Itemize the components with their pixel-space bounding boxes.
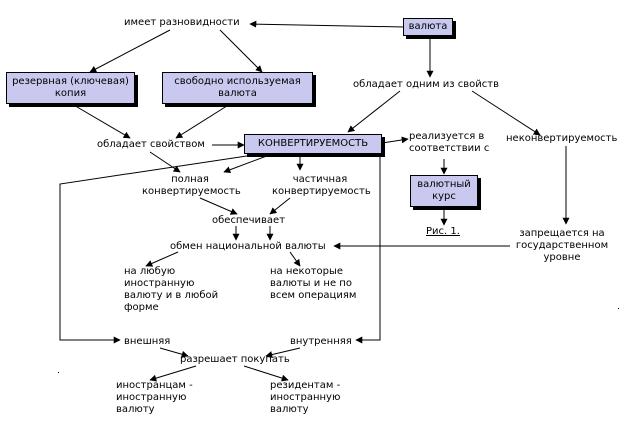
node-reserve-line1: резервная (ключевая) (12, 76, 129, 87)
node-some-currencies: на некоторые валюты и не по всем операци… (270, 266, 356, 302)
edge-internal-allows (265, 347, 301, 358)
node-partial-convertibility: частичная конвертируемость (272, 174, 371, 198)
node-residents-line2: иностранную (270, 392, 341, 403)
edge-external-allows (159, 347, 189, 358)
node-any-line3: валюту и в любой (124, 290, 219, 301)
node-foreigners-line3: валюту (116, 404, 155, 415)
node-implemented-line1: реализуется в (409, 131, 485, 142)
node-full-line2: конвертируемость (142, 186, 241, 197)
node-has-property: обладает свойством (97, 139, 205, 150)
edge-oneof-conv (347, 90, 401, 133)
node-any-currency: на любую иностранную валюту и в любой фо… (124, 266, 218, 314)
edge-allows-foreigners (149, 365, 197, 382)
node-any-line2: иностранную (124, 278, 195, 289)
node-free-line2: валюта (218, 88, 257, 99)
stray-dot-right (618, 308, 619, 309)
node-prohibited-line1: запрещается на (519, 228, 605, 239)
node-some-line1: на некоторые (270, 266, 344, 277)
edge-conv-internal (355, 152, 381, 344)
edge-varieties-reserve (89, 29, 171, 73)
node-implemented-line2: соответствии с (409, 143, 490, 154)
node-exchange-national: обмен национальной валюты (170, 241, 326, 252)
node-full-convertibility: полная конвертируемость (142, 174, 241, 198)
edge-allows-residents (243, 365, 289, 382)
node-currency-label: валюта (408, 21, 448, 32)
node-any-line4: форме (124, 302, 159, 313)
node-residents-line3: валюту (270, 404, 309, 415)
edge-oneof-nonconv (471, 90, 541, 136)
node-nonconvertibility: неконвертируемость (506, 133, 618, 144)
node-internal: внутренняя (290, 336, 352, 347)
node-full-line1: полная (171, 174, 209, 185)
node-provides: обеспечивает (212, 215, 286, 226)
node-partial-line2: конвертируемость (272, 186, 371, 197)
node-implemented: реализуется в соответствии с (409, 131, 489, 155)
node-reserve-currency: резервная (ключевая) копия (6, 72, 135, 104)
edge-full-provides (199, 197, 238, 215)
edge-partial-provides (269, 197, 291, 215)
node-partial-line1: частичная (292, 174, 348, 185)
node-foreigners-line2: иностранную (116, 392, 187, 403)
node-exchange-rate: валютный курс (410, 175, 478, 207)
node-prohibited-line3: уровне (543, 252, 581, 263)
node-exchange-rate-line1: валютный (417, 179, 471, 190)
node-some-line2: валюты и не по (270, 278, 352, 289)
edge-free-property (175, 103, 231, 139)
node-reserve-line2: копия (54, 88, 87, 99)
node-any-line1: на любую (124, 266, 176, 277)
node-external: внешняя (124, 336, 171, 347)
node-has-property-one-of: обладает одним из свойств (353, 79, 500, 90)
stray-dot-left (58, 372, 59, 373)
edge-property-full (149, 151, 181, 173)
node-residents-line1: резидентам - (270, 380, 341, 391)
node-has-varieties: имеет разновидности (124, 17, 240, 28)
node-prohibited: запрещается на государственном уровне (510, 228, 614, 264)
node-some-line3: всем операциям (270, 290, 357, 301)
node-convertibility: КОНВЕРТИРУЕМОСТЬ (244, 134, 382, 154)
node-convertibility-label: КОНВЕРТИРУЕМОСТЬ (257, 138, 369, 149)
node-foreigners-line1: иностранцам - (116, 380, 193, 391)
node-exchange-rate-line2: курс (432, 191, 456, 202)
node-allows-buy: разрешает покупать (180, 354, 290, 365)
node-prohibited-line2: государственном (515, 240, 609, 251)
node-currency: валюта (403, 18, 453, 36)
node-free-currency: свободно используемая валюта (162, 72, 313, 104)
figure-label: Рис. 1. (426, 226, 460, 237)
edge-currency-varieties (249, 20, 405, 28)
node-free-line1: свободно используемая (174, 76, 301, 87)
edge-exchange-any (145, 251, 179, 267)
node-residents: резидентам - иностранную валюту (270, 380, 340, 416)
edge-reserve-property (71, 103, 131, 139)
edge-conv-implemented (381, 136, 409, 144)
node-foreigners: иностранцам - иностранную валюту (116, 380, 193, 416)
edge-exchange-some (289, 251, 301, 267)
edge-conv-external (59, 153, 261, 344)
edge-conv-full (223, 153, 273, 174)
edge-varieties-free (219, 29, 263, 73)
